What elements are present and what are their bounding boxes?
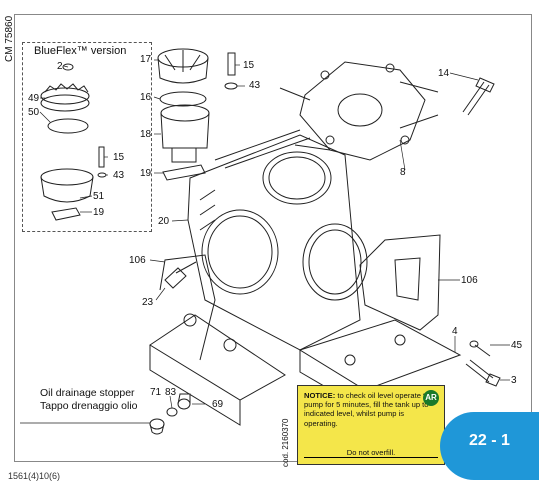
part-label-71: 71 bbox=[150, 387, 162, 398]
part-label-49: 49 bbox=[28, 93, 40, 104]
leader-lines bbox=[20, 59, 510, 424]
part-label-19-inset: 19 bbox=[93, 207, 105, 218]
part-label-106-right: 106 bbox=[461, 275, 478, 286]
bolt-3-shape bbox=[465, 359, 501, 387]
part-label-4: 4 bbox=[452, 326, 458, 337]
part-label-45: 45 bbox=[511, 340, 523, 351]
part-label-16: 16 bbox=[140, 92, 152, 103]
part-label-51: 51 bbox=[93, 191, 105, 202]
bellows-49-shape bbox=[40, 83, 90, 112]
stopper-71-shape bbox=[149, 418, 165, 435]
screw-15-shape bbox=[227, 52, 236, 76]
part-label-69: 69 bbox=[212, 399, 224, 410]
part-label-50: 50 bbox=[28, 107, 40, 118]
part-label-43-inset: 43 bbox=[113, 170, 125, 181]
gasket-19-inset-shape bbox=[51, 207, 81, 221]
screw-45-shape bbox=[469, 340, 491, 357]
drawing-code: cod. 2160370 bbox=[281, 418, 290, 468]
part-label-20: 20 bbox=[158, 216, 170, 227]
brand-logo-icon: AR bbox=[423, 390, 439, 406]
part-label-17: 17 bbox=[140, 54, 152, 65]
bolt-23-shape bbox=[164, 261, 197, 289]
part-label-106-left: 106 bbox=[129, 255, 146, 266]
oil-stopper-label-en: Oil drainage stopper bbox=[40, 387, 135, 399]
notice-title: NOTICE: bbox=[304, 391, 336, 400]
cover-8-shape bbox=[279, 61, 439, 161]
blueflex-title: BlueFlex™ version bbox=[34, 45, 127, 57]
page-number: 22 - 1 bbox=[469, 432, 510, 449]
oring-16-shape bbox=[159, 91, 207, 107]
notice-footer: Do not overfill. bbox=[304, 448, 438, 458]
crankcase-20-shape bbox=[187, 129, 368, 351]
part-label-83: 83 bbox=[165, 387, 177, 398]
notice-footer-text: Do not overfill. bbox=[346, 447, 396, 457]
cap-2-shape bbox=[62, 63, 74, 71]
part-label-43: 43 bbox=[249, 80, 261, 91]
part-label-18: 18 bbox=[140, 129, 152, 140]
oring-50-shape bbox=[47, 118, 89, 134]
page-number-badge: 22 - 1 bbox=[440, 412, 539, 480]
part-label-15-inset: 15 bbox=[113, 152, 125, 163]
part-label-3: 3 bbox=[511, 375, 517, 386]
part-label-8: 8 bbox=[400, 167, 406, 178]
bolt-14-shape bbox=[462, 77, 495, 116]
washer-83-shape bbox=[166, 407, 178, 417]
notice-text: to check oil level operate the pump for … bbox=[304, 391, 434, 428]
filler-cap-17-shape bbox=[157, 48, 209, 84]
drawing-frame bbox=[14, 14, 532, 462]
part-label-2: 2 bbox=[57, 61, 63, 72]
side-bracket-106-right-shape bbox=[359, 234, 441, 331]
part-label-15: 15 bbox=[243, 60, 255, 71]
gasket-19-shape bbox=[162, 164, 206, 181]
screw-15-inset-shape bbox=[98, 146, 105, 168]
tank-18-shape bbox=[160, 104, 210, 163]
fitting-69-shape bbox=[177, 393, 191, 410]
washer-43-inset-shape bbox=[97, 172, 107, 178]
oil-stopper-label-it: Tappo drenaggio olio bbox=[40, 400, 138, 412]
part-label-14: 14 bbox=[438, 68, 450, 79]
oil-notice-box: AR NOTICE: to check oil level operate th… bbox=[297, 385, 445, 465]
bottom-code: 1561(4)10(6) bbox=[8, 471, 61, 481]
part-label-23: 23 bbox=[142, 297, 154, 308]
part-label-19: 19 bbox=[140, 168, 152, 179]
washer-43-shape bbox=[224, 82, 238, 90]
blueflex-inset bbox=[22, 42, 152, 232]
